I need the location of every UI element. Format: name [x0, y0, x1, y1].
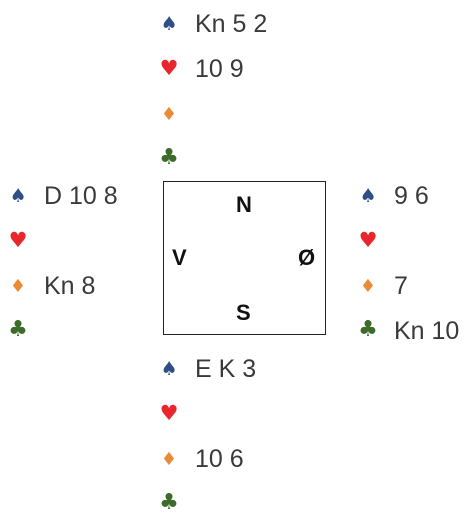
- table-compass-box: N V Ø S: [163, 181, 326, 335]
- diamond-icon: ♦: [9, 276, 27, 297]
- compass-east-label: Ø: [298, 245, 316, 270]
- south-spades-cards: E K 3: [195, 355, 257, 383]
- west-spades-cards: D 10 8: [44, 182, 118, 210]
- heart-icon: ♥: [159, 56, 179, 80]
- compass-south-label: S: [236, 300, 251, 325]
- club-icon: ♣: [358, 317, 378, 342]
- east-clubs-cards: Kn 10: [394, 317, 460, 345]
- spade-icon: ♠: [9, 185, 27, 207]
- spade-icon: ♠: [160, 358, 178, 380]
- spade-icon: ♠: [359, 185, 377, 207]
- heart-icon: ♥: [159, 401, 179, 425]
- club-icon: ♣: [8, 317, 28, 342]
- diamond-icon: ♦: [160, 104, 178, 125]
- south-diamonds-cards: 10 6: [195, 445, 244, 473]
- heart-icon: ♥: [8, 228, 28, 252]
- north-hearts-cards: 10 9: [195, 55, 244, 83]
- club-icon: ♣: [159, 145, 179, 170]
- west-diamonds-cards: Kn 8: [44, 272, 96, 300]
- diamond-icon: ♦: [160, 449, 178, 470]
- east-spades-cards: 9 6: [394, 182, 429, 210]
- heart-icon: ♥: [358, 228, 378, 252]
- east-diamonds-cards: 7: [394, 272, 408, 300]
- compass-north-label: N: [236, 192, 252, 217]
- club-icon: ♣: [159, 490, 179, 515]
- north-spades-cards: Kn 5 2: [195, 10, 268, 38]
- compass-west-label: V: [172, 245, 187, 270]
- diamond-icon: ♦: [359, 276, 377, 297]
- spade-icon: ♠: [160, 13, 178, 35]
